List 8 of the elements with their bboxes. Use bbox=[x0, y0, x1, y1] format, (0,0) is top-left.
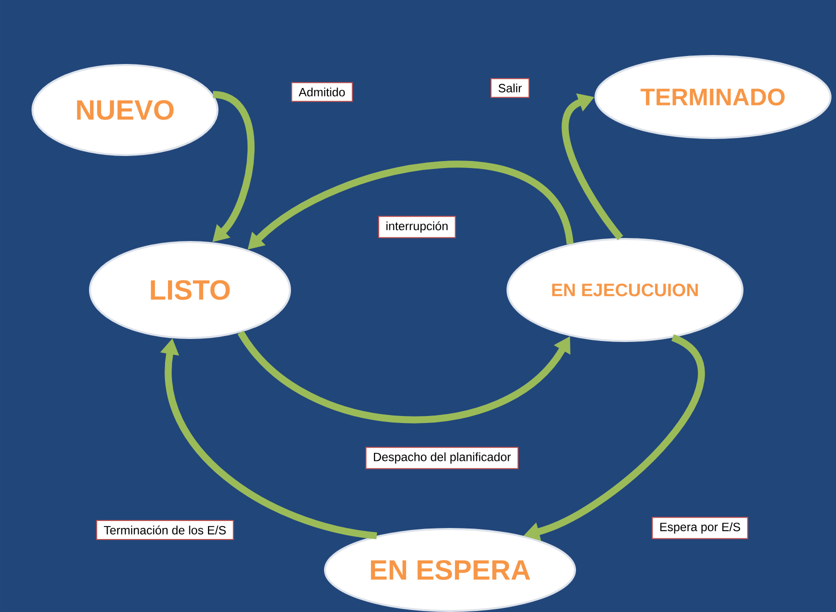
edge-label: interrupción bbox=[378, 216, 456, 238]
curved-arrow bbox=[238, 330, 570, 424]
edge-label: Espera por E/S bbox=[652, 516, 748, 540]
curved-arrow bbox=[562, 93, 624, 240]
edge-label: Admitido bbox=[291, 82, 353, 102]
edge-label: Terminación de los E/S bbox=[96, 520, 234, 540]
edge-label: Despacho del planificador bbox=[365, 446, 519, 470]
edge-label: Salir bbox=[490, 78, 530, 98]
